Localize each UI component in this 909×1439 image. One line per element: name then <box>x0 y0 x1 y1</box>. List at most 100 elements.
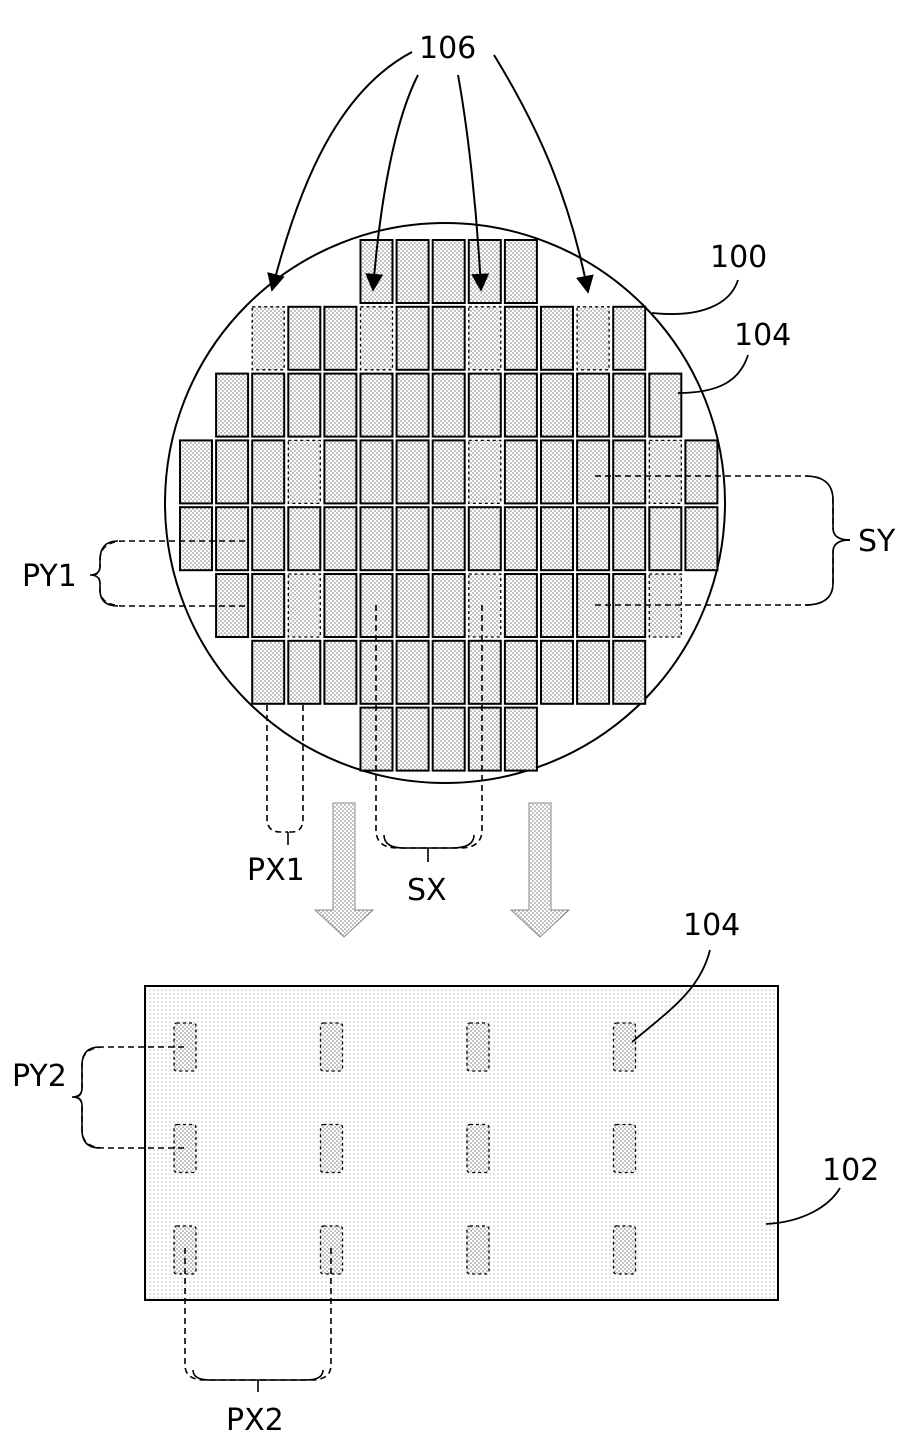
wafer-die <box>397 507 429 570</box>
wafer-die <box>288 307 320 370</box>
wafer-die <box>577 374 609 437</box>
wafer-die <box>541 307 573 370</box>
substrate-die <box>467 1125 489 1173</box>
wafer-die <box>541 574 573 637</box>
wafer-die <box>433 440 465 503</box>
wafer-die <box>613 440 645 503</box>
wafer-die <box>324 307 356 370</box>
wafer-die <box>361 440 393 503</box>
py1-bracket-solid <box>90 541 118 606</box>
wafer-die <box>469 374 501 437</box>
transfer-arrow-right <box>511 803 569 937</box>
wafer-die <box>433 307 465 370</box>
wafer-die <box>505 708 537 771</box>
wafer-die-removed <box>577 307 609 370</box>
wafer-die <box>397 574 429 637</box>
ref-py1-label: PY1 <box>22 559 77 594</box>
wafer-die-removed <box>288 440 320 503</box>
wafer-die <box>613 641 645 704</box>
ref-px2-label: PX2 <box>226 1403 284 1438</box>
wafer-die <box>505 374 537 437</box>
substrate <box>145 986 778 1300</box>
transfer-arrows <box>315 803 569 937</box>
wafer-die <box>288 374 320 437</box>
wafer-die <box>469 708 501 771</box>
transfer-arrow-left <box>315 803 373 937</box>
px2-bracket-solid <box>193 1370 323 1392</box>
substrate-die <box>321 1125 343 1173</box>
wafer-die <box>541 440 573 503</box>
wafer-die <box>505 307 537 370</box>
wafer-die <box>433 574 465 637</box>
wafer-die <box>433 708 465 771</box>
wafer-die <box>505 440 537 503</box>
wafer-die <box>324 641 356 704</box>
wafer-die <box>505 574 537 637</box>
wafer-die <box>252 440 284 503</box>
wafer-die <box>252 641 284 704</box>
wafer-die <box>288 641 320 704</box>
wafer-die <box>324 440 356 503</box>
wafer-die <box>433 240 465 303</box>
wafer-die <box>505 641 537 704</box>
ref-106-label: 106 <box>419 31 476 66</box>
sy-bracket-solid <box>805 476 850 605</box>
wafer-die <box>361 507 393 570</box>
ref-104-substrate-label: 104 <box>683 908 740 943</box>
wafer-die <box>649 507 681 570</box>
wafer-die <box>252 507 284 570</box>
substrate-die <box>614 1023 636 1071</box>
ref-100-label: 100 <box>710 240 767 275</box>
wafer-die <box>577 574 609 637</box>
substrate-outline <box>145 986 778 1300</box>
wafer-die <box>324 574 356 637</box>
wafer-die <box>397 641 429 704</box>
ref-sx-label: SX <box>407 873 447 908</box>
wafer-die <box>216 440 248 503</box>
py2-bracket-solid <box>72 1047 100 1148</box>
wafer-die <box>252 574 284 637</box>
wafer-die <box>613 307 645 370</box>
ref-102-label: 102 <box>822 1153 879 1188</box>
wafer-die <box>577 507 609 570</box>
wafer-die <box>541 641 573 704</box>
wafer-die <box>433 374 465 437</box>
wafer-die <box>577 641 609 704</box>
wafer-die <box>324 507 356 570</box>
wafer-die <box>324 374 356 437</box>
wafer-die-removed <box>288 574 320 637</box>
wafer-die <box>469 641 501 704</box>
wafer-die <box>397 307 429 370</box>
wafer-die <box>649 374 681 437</box>
wafer-die <box>685 440 717 503</box>
substrate-die <box>614 1125 636 1173</box>
wafer-die <box>397 374 429 437</box>
sx-bracket-solid <box>384 835 474 862</box>
wafer-die <box>361 374 393 437</box>
wafer-die <box>613 374 645 437</box>
wafer-die <box>397 240 429 303</box>
wafer-die <box>685 507 717 570</box>
wafer-die <box>469 240 501 303</box>
substrate-die <box>467 1226 489 1274</box>
ref-104-wafer-label: 104 <box>734 318 791 353</box>
wafer-die-removed <box>469 440 501 503</box>
wafer-die-removed <box>469 574 501 637</box>
ref-sy-label: SY <box>858 524 896 559</box>
leader-100 <box>652 280 738 314</box>
wafer-die <box>252 374 284 437</box>
wafer-die-removed <box>252 307 284 370</box>
wafer-die <box>433 507 465 570</box>
wafer-die <box>541 374 573 437</box>
wafer-die-removed <box>649 440 681 503</box>
wafer-die <box>216 507 248 570</box>
wafer-die <box>180 440 212 503</box>
substrate-die <box>174 1023 196 1071</box>
wafer-die <box>397 440 429 503</box>
substrate-die <box>321 1023 343 1071</box>
wafer-die <box>433 641 465 704</box>
wafer-die <box>577 440 609 503</box>
wafer-die <box>469 507 501 570</box>
wafer-die-removed <box>361 307 393 370</box>
